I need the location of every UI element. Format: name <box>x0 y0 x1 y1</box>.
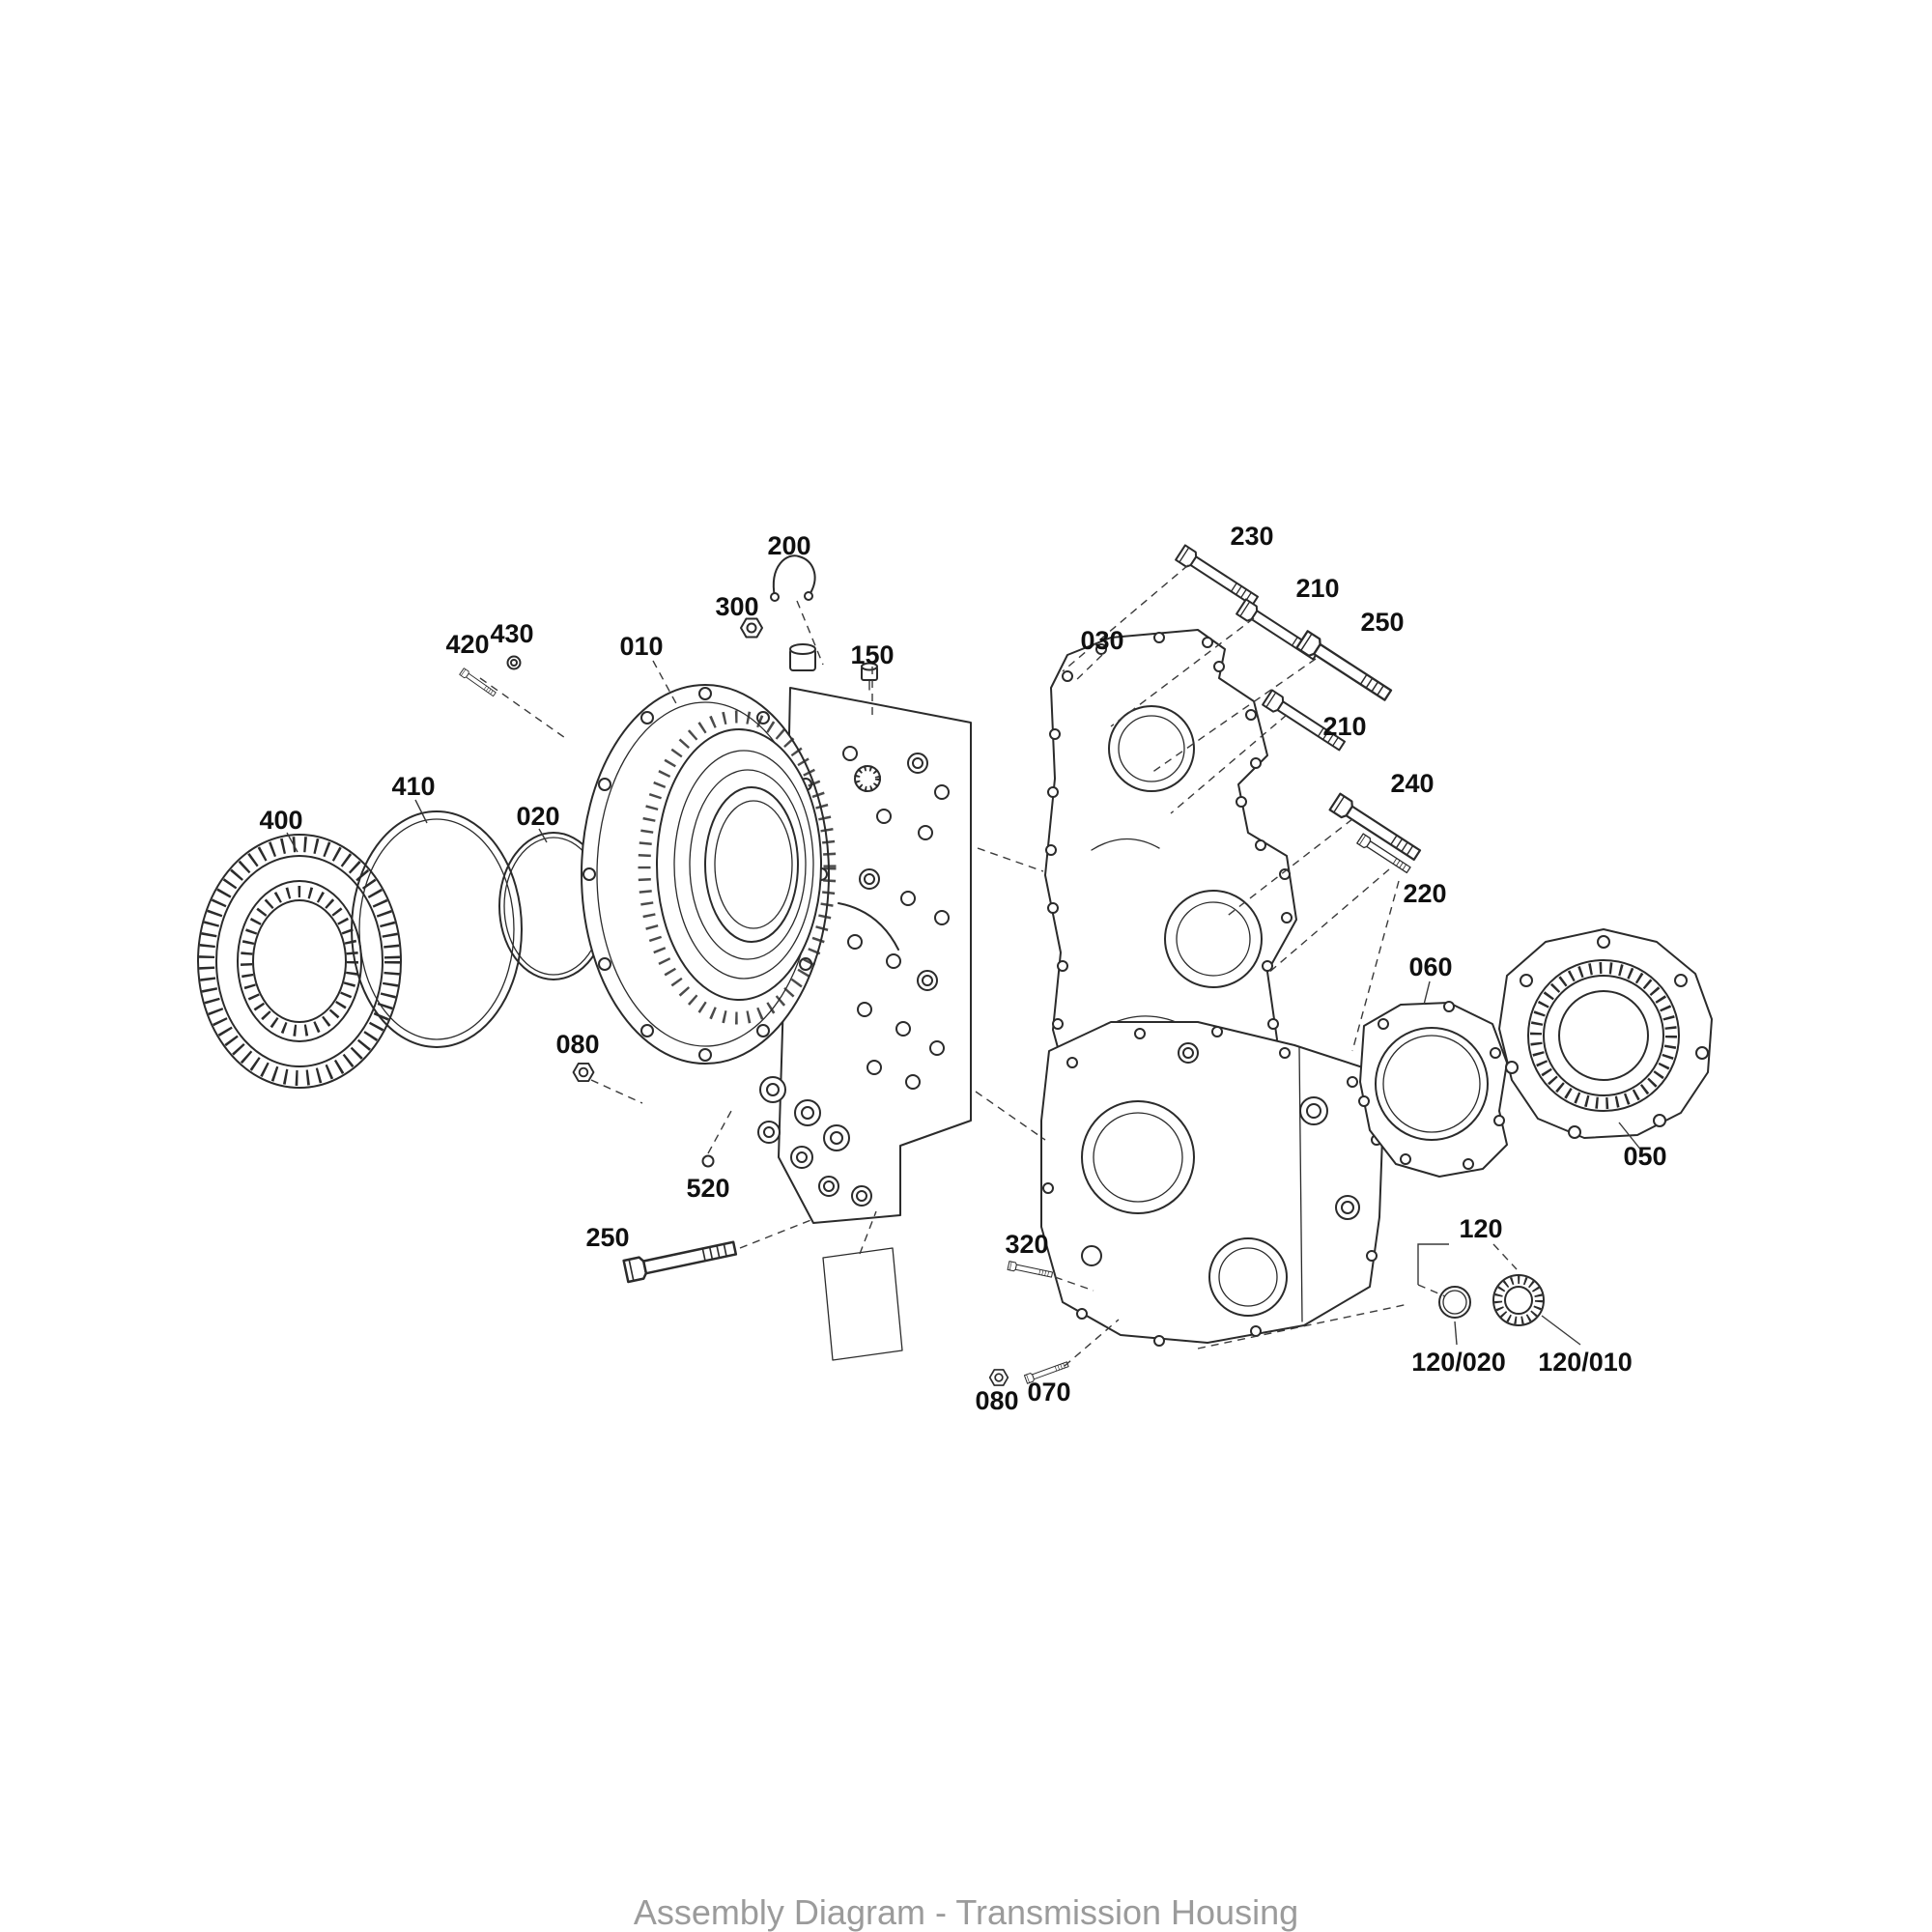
washer-430 <box>506 655 522 670</box>
bolt-250-b <box>622 1236 739 1284</box>
part-label-120-020: 120/020 <box>1411 1348 1506 1377</box>
part-label-010: 010 <box>619 632 663 661</box>
part-bell-housing-010 <box>581 643 972 1224</box>
part-cover-050 <box>1498 928 1713 1139</box>
fitting-150 <box>861 662 878 691</box>
part-labels: 200 300 420 430 010 150 030 230 210 250 … <box>259 522 1666 1415</box>
part-label-250-a: 250 <box>1360 608 1404 637</box>
part-label-120: 120 <box>1459 1214 1502 1243</box>
part-label-070: 070 <box>1027 1378 1070 1406</box>
part-rear-housing <box>1040 1021 1384 1347</box>
part-plug-120-010 <box>1492 1274 1545 1326</box>
part-label-150: 150 <box>850 640 894 669</box>
part-label-080-b: 080 <box>975 1386 1018 1415</box>
part-label-020: 020 <box>516 802 559 831</box>
pin-320 <box>1007 1261 1054 1280</box>
nut-080-a <box>572 1063 595 1082</box>
part-label-230: 230 <box>1230 522 1273 551</box>
part-label-250-b: 250 <box>585 1223 629 1252</box>
part-label-060: 060 <box>1408 952 1452 981</box>
shim-plate <box>822 1247 903 1361</box>
part-label-430: 430 <box>490 619 533 648</box>
part-label-220: 220 <box>1403 879 1446 908</box>
part-label-400: 400 <box>259 806 302 835</box>
bolt-250-a <box>1295 630 1395 705</box>
part-gasket-060 <box>1358 1001 1508 1178</box>
ball-520 <box>701 1154 715 1168</box>
part-oring-410 <box>351 810 523 1048</box>
part-oring-120-020 <box>1438 1286 1471 1319</box>
part-label-520: 520 <box>686 1174 729 1203</box>
part-label-420: 420 <box>445 630 489 659</box>
part-label-210-a: 210 <box>1295 574 1339 603</box>
part-label-030: 030 <box>1080 626 1123 655</box>
part-label-210-b: 210 <box>1322 712 1366 741</box>
part-label-300: 300 <box>715 592 758 621</box>
part-label-050: 050 <box>1623 1142 1666 1171</box>
leader-lines <box>286 564 1643 1367</box>
part-seal-ring-400 <box>197 834 402 1089</box>
diagram-caption: Assembly Diagram - Transmission Housing <box>634 1892 1298 1932</box>
nut-300 <box>740 617 763 639</box>
bolt-230 <box>1175 544 1262 610</box>
part-label-120-010: 120/010 <box>1538 1348 1633 1377</box>
part-label-080-a: 080 <box>555 1030 599 1059</box>
nut-080-b <box>988 1369 1009 1386</box>
part-label-320: 320 <box>1005 1230 1048 1259</box>
part-label-200: 200 <box>767 531 810 560</box>
part-label-410: 410 <box>391 772 435 801</box>
bolt-420 <box>459 668 497 698</box>
clip-200 <box>770 554 816 602</box>
part-label-240: 240 <box>1390 769 1434 798</box>
